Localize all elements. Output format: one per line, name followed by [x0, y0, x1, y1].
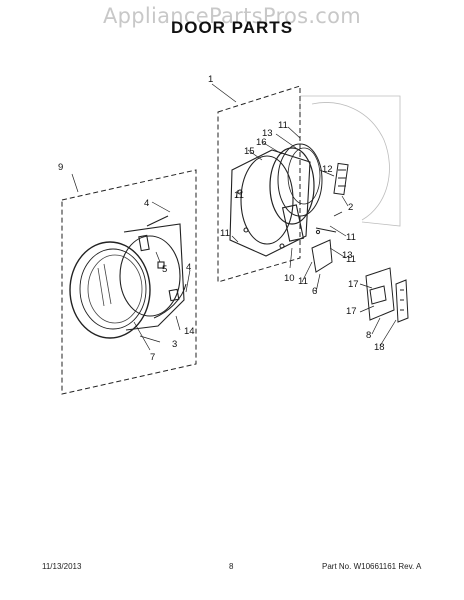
footer-part-number: Part No. W10661161 Rev. A: [322, 562, 422, 571]
footer-page-number: 8: [229, 562, 234, 571]
callout-13: 13: [342, 250, 353, 261]
callout-1: 1: [208, 74, 213, 85]
assembly-box-9: [61, 169, 197, 395]
callout-16: 16: [256, 137, 267, 148]
callout-7: 7: [150, 352, 155, 363]
callout-11: 11: [346, 254, 356, 265]
callout-11: 11: [298, 276, 308, 287]
callout-12: 12: [322, 164, 333, 175]
callout-11: 11: [220, 228, 230, 239]
hinge-parts: [365, 267, 409, 323]
callout-15: 15: [244, 146, 255, 157]
callout-17: 17: [348, 279, 359, 290]
footer-date: 11/13/2013: [42, 562, 82, 571]
callout-11: 11: [278, 120, 288, 131]
door-latch: [333, 162, 349, 196]
callout-8: 8: [366, 330, 371, 341]
callout-10: 10: [284, 273, 295, 284]
leader-lines: [71, 83, 397, 351]
door-outer-ring: [69, 241, 151, 339]
page-title: DOOR PARTS: [170, 18, 294, 37]
callout-13: 13: [262, 128, 273, 139]
callout-2: 2: [348, 202, 353, 213]
callout-4: 4: [144, 198, 149, 209]
callout-11: 11: [346, 232, 356, 243]
door-seal-rings: [269, 143, 323, 225]
callout-5: 5: [162, 264, 167, 275]
callout-11: 11: [234, 190, 244, 201]
callout-14: 14: [184, 326, 195, 337]
front-panel: [229, 149, 311, 257]
door-glass: [87, 254, 143, 324]
door-hinge: [311, 227, 337, 273]
callout-3: 3: [172, 339, 177, 350]
assembly-box-1: [217, 85, 301, 283]
callout-17: 17: [346, 306, 357, 317]
door-trim-ring: [153, 283, 187, 319]
callout-6: 6: [312, 286, 317, 297]
callout-18: 18: [374, 342, 385, 353]
door-inner-frame: [119, 215, 185, 331]
callout-4: 4: [186, 262, 191, 273]
callout-9: 9: [58, 162, 63, 173]
watermark: AppliancePartsPros.com: [102, 4, 362, 28]
